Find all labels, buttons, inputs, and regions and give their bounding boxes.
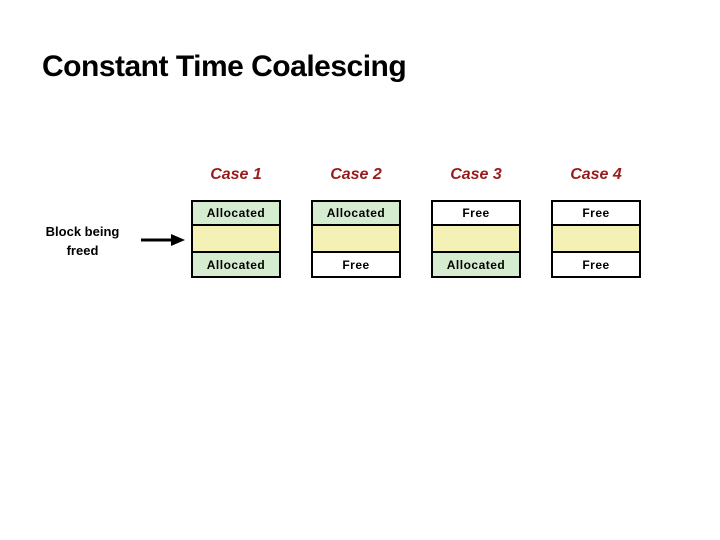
case-4-middle-cell	[553, 224, 639, 251]
block-being-freed-label: Block being freed	[30, 222, 135, 260]
case-2-middle-cell	[313, 224, 399, 251]
case-4-top-cell: Free	[553, 202, 639, 224]
case-4-bottom-cell: Free	[553, 251, 639, 276]
right-arrow-icon	[141, 234, 185, 246]
case-2-top-cell: Allocated	[313, 202, 399, 224]
case-3-middle-cell	[433, 224, 519, 251]
block-being-freed-label-line2: freed	[66, 243, 99, 258]
page-title: Constant Time Coalescing	[42, 50, 407, 83]
case-3-top-cell: Free	[433, 202, 519, 224]
case-2-bottom-cell: Free	[313, 251, 399, 276]
case-4-header: Case 4	[570, 166, 622, 183]
case-4-block: Free Free	[551, 200, 641, 278]
case-3-block: Free Allocated	[431, 200, 521, 278]
case-4-column: Case 4 Free Free	[551, 166, 641, 278]
case-3-header: Case 3	[450, 166, 502, 183]
case-3-column: Case 3 Free Allocated	[431, 166, 521, 278]
case-1-block: Allocated Allocated	[191, 200, 281, 278]
case-1-column: Case 1 Allocated Allocated	[191, 166, 281, 278]
case-2-column: Case 2 Allocated Free	[311, 166, 401, 278]
case-2-block: Allocated Free	[311, 200, 401, 278]
case-1-header: Case 1	[210, 166, 262, 183]
block-being-freed-label-line1: Block being	[45, 224, 120, 239]
case-1-middle-cell	[193, 224, 279, 251]
case-1-bottom-cell: Allocated	[193, 251, 279, 276]
case-1-top-cell: Allocated	[193, 202, 279, 224]
case-3-bottom-cell: Allocated	[433, 251, 519, 276]
case-2-header: Case 2	[330, 166, 382, 183]
